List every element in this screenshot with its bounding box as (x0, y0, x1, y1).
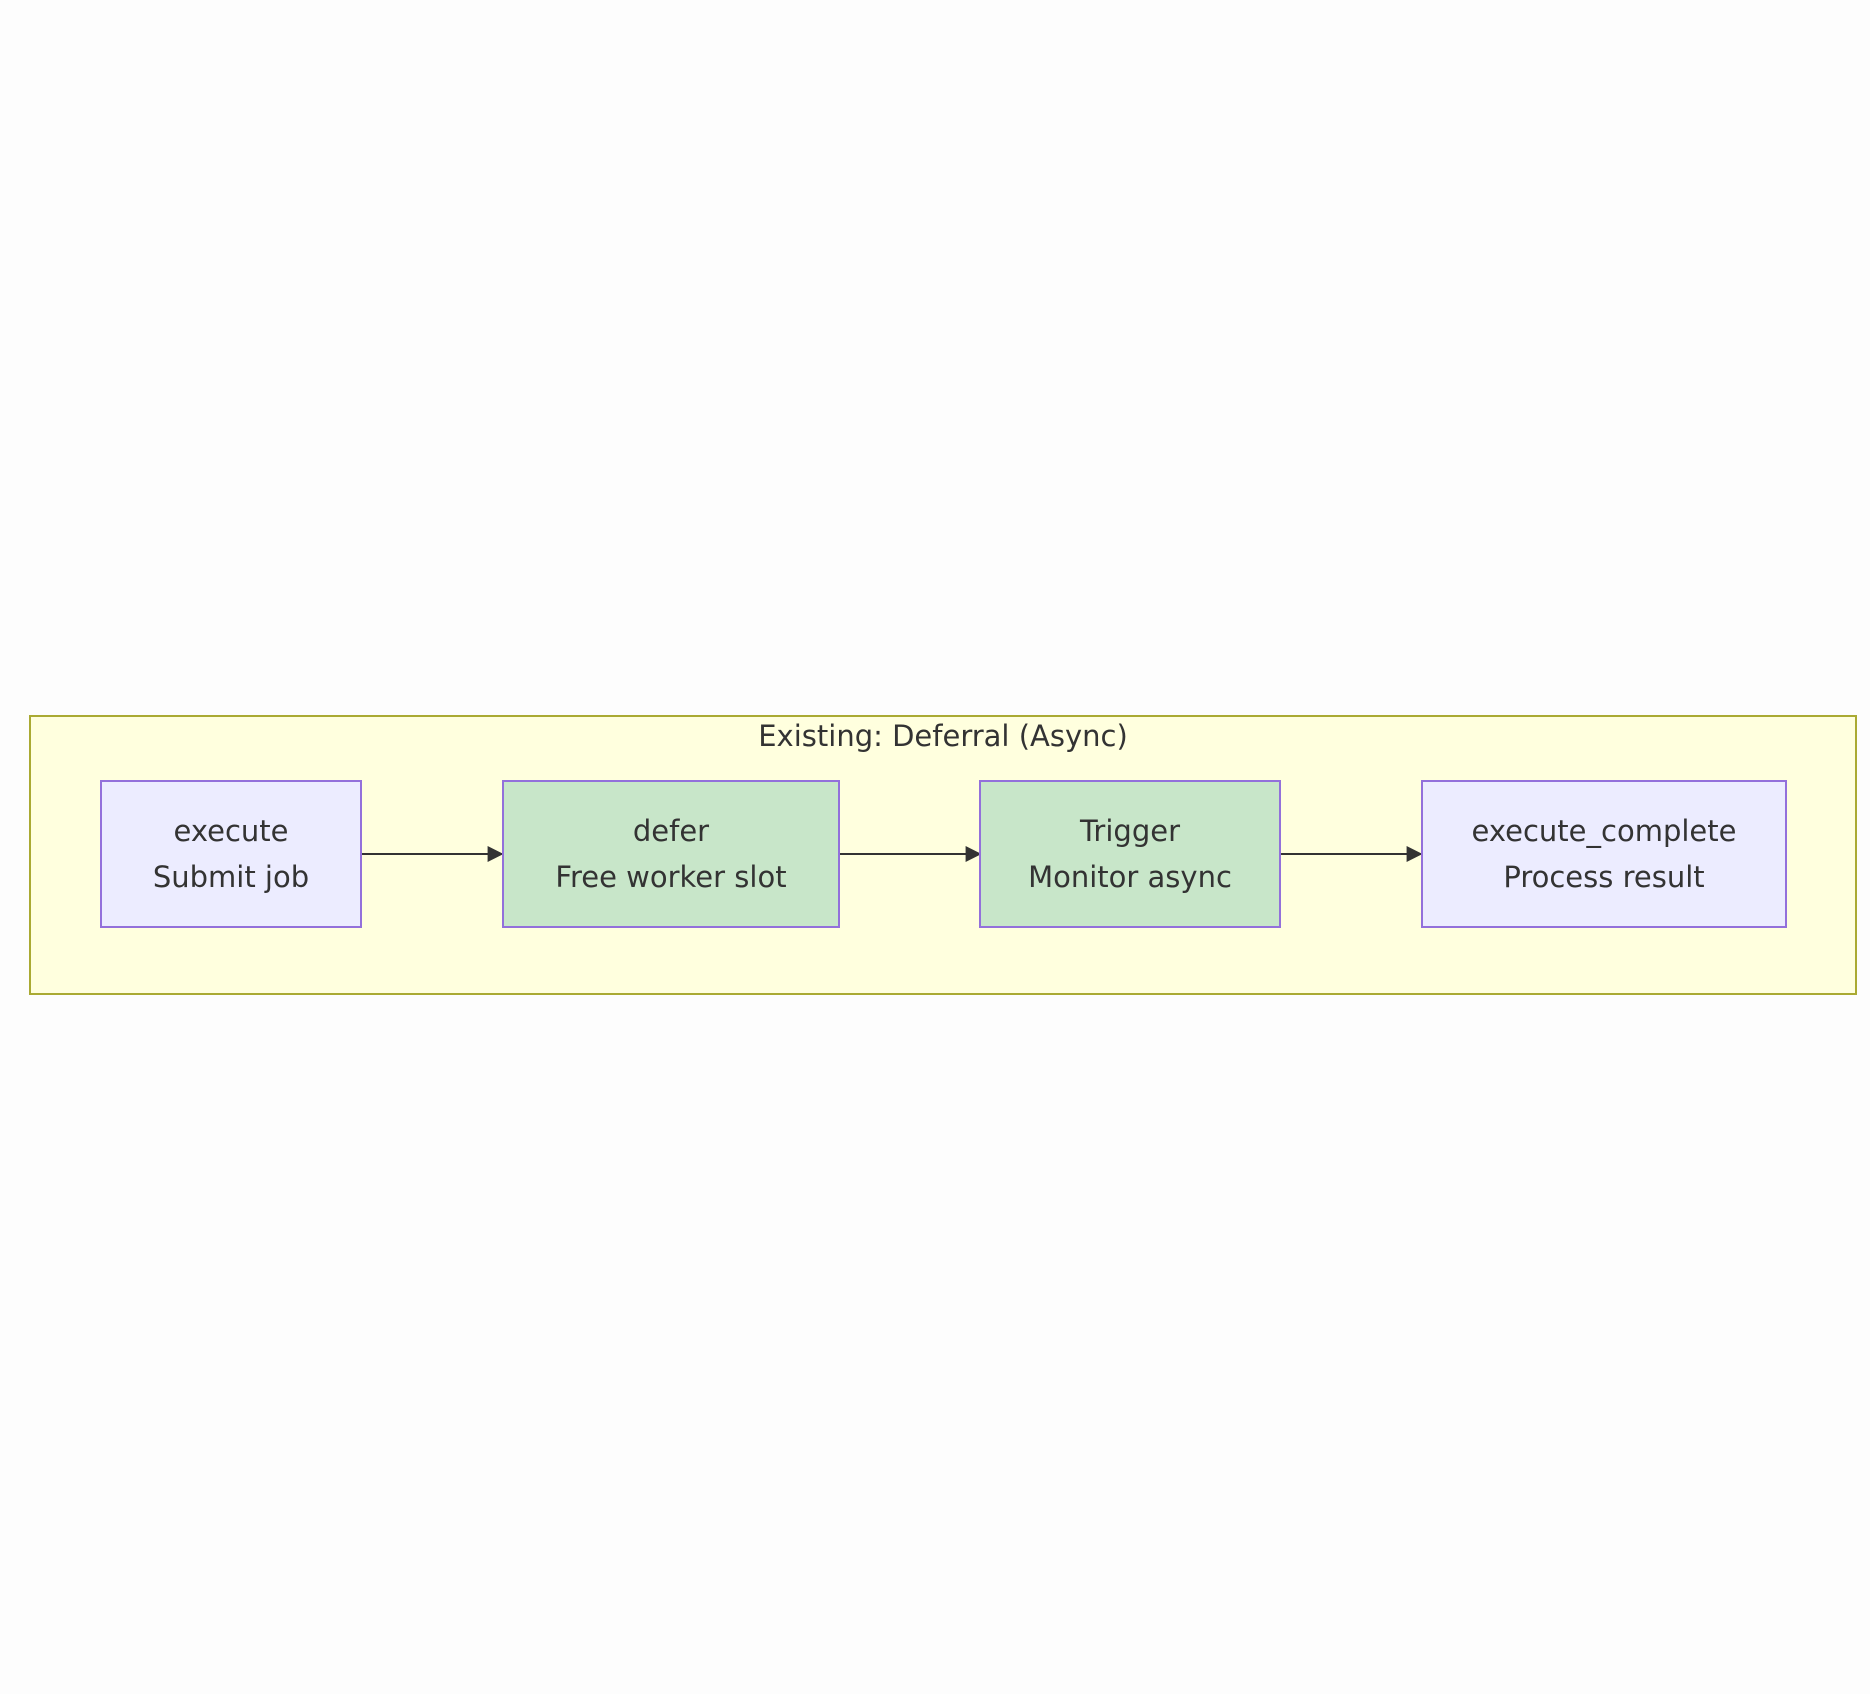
node-execute-subtitle: Submit job (153, 860, 309, 894)
node-trigger[interactable]: Trigger Monitor async (979, 780, 1281, 928)
node-defer-title: defer (633, 814, 709, 848)
node-execute-complete-title: execute_complete (1472, 814, 1737, 848)
node-trigger-subtitle: Monitor async (1028, 860, 1232, 894)
node-defer[interactable]: defer Free worker slot (502, 780, 840, 928)
node-trigger-title: Trigger (1079, 814, 1180, 848)
cluster-title: Existing: Deferral (Async) (758, 719, 1128, 753)
node-execute-title: execute (174, 814, 289, 848)
node-execute-box (100, 780, 362, 928)
node-defer-subtitle: Free worker slot (555, 860, 786, 894)
node-execute-complete-subtitle: Process result (1503, 860, 1704, 894)
node-trigger-box (979, 780, 1281, 928)
node-defer-box (502, 780, 840, 928)
node-execute-complete-box (1421, 780, 1787, 928)
node-execute-complete[interactable]: execute_complete Process result (1421, 780, 1787, 928)
node-execute[interactable]: execute Submit job (100, 780, 362, 928)
